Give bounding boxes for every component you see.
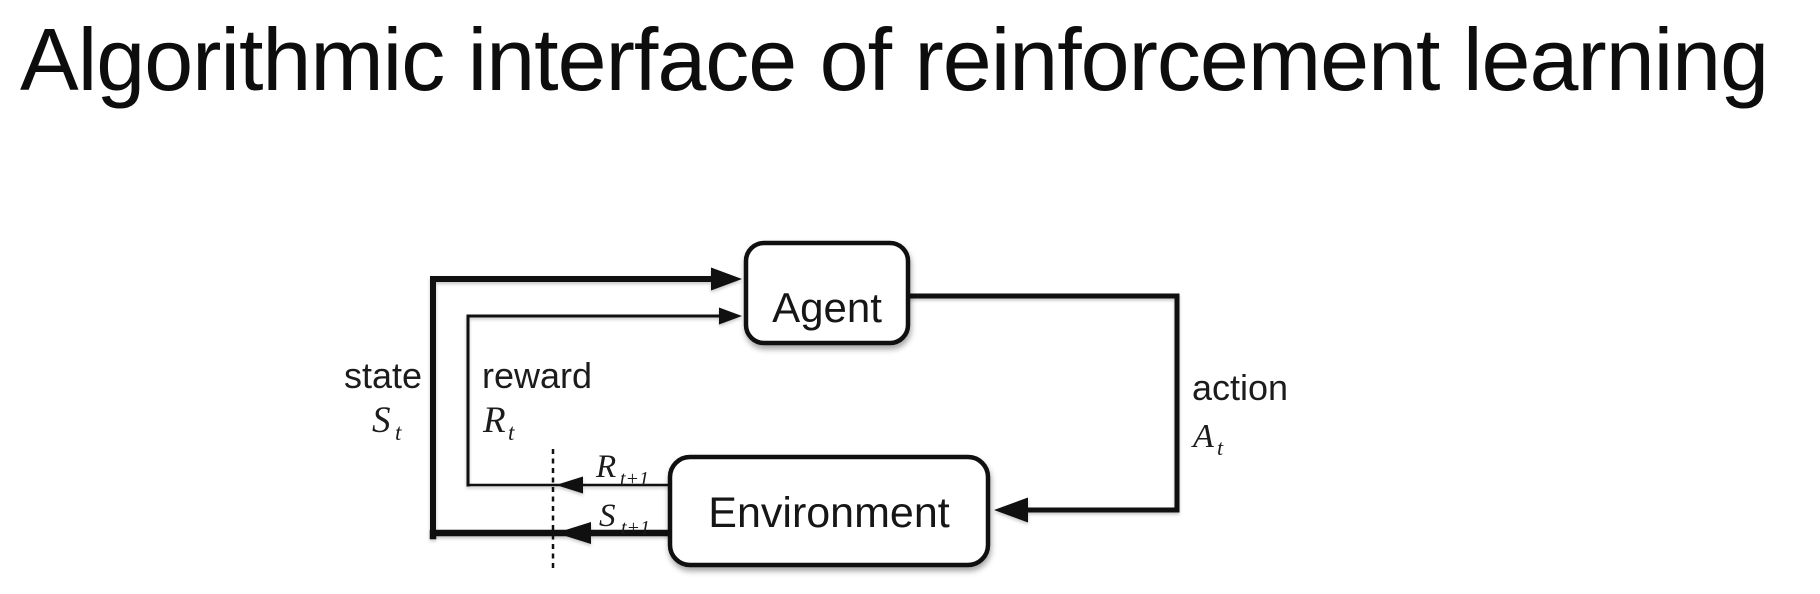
reward-label: reward (482, 355, 592, 396)
environment-box (667, 454, 991, 568)
state-loop-line (430, 276, 719, 536)
state-to-agent-arrowhead-icon (711, 267, 742, 291)
action-loop-line (905, 293, 1180, 513)
next-reward-symbol-subscript: t+1 (620, 468, 649, 490)
slide-title: Algorithmic interface of reinforcement l… (20, 10, 1769, 109)
agent-box-label: Agent (772, 284, 882, 331)
state-label: state (344, 355, 422, 396)
next-state-symbol: S (599, 498, 616, 534)
next-state-symbol-subscript: t+1 (621, 517, 650, 539)
next-reward-symbol: R (595, 449, 616, 485)
reward-loop-line (466, 314, 724, 487)
environment-box-label: Environment (708, 489, 949, 537)
reward-symbol-subscript: t (508, 420, 515, 445)
state-symbol: S (372, 400, 391, 441)
connector-lines (429, 267, 1180, 544)
reward-to-agent-arrowhead-icon (719, 307, 742, 325)
next-reward-arrowhead-icon (556, 476, 583, 494)
action-label: action (1192, 367, 1288, 408)
reward-symbol: R (482, 400, 506, 441)
next-state-arrowhead-icon (556, 522, 591, 544)
state-symbol-subscript: t (395, 420, 402, 445)
action-symbol: A (1191, 418, 1214, 455)
agent-box (743, 240, 911, 346)
action-to-environment-arrowhead-icon (994, 497, 1028, 523)
action-symbol-subscript: t (1217, 435, 1224, 460)
